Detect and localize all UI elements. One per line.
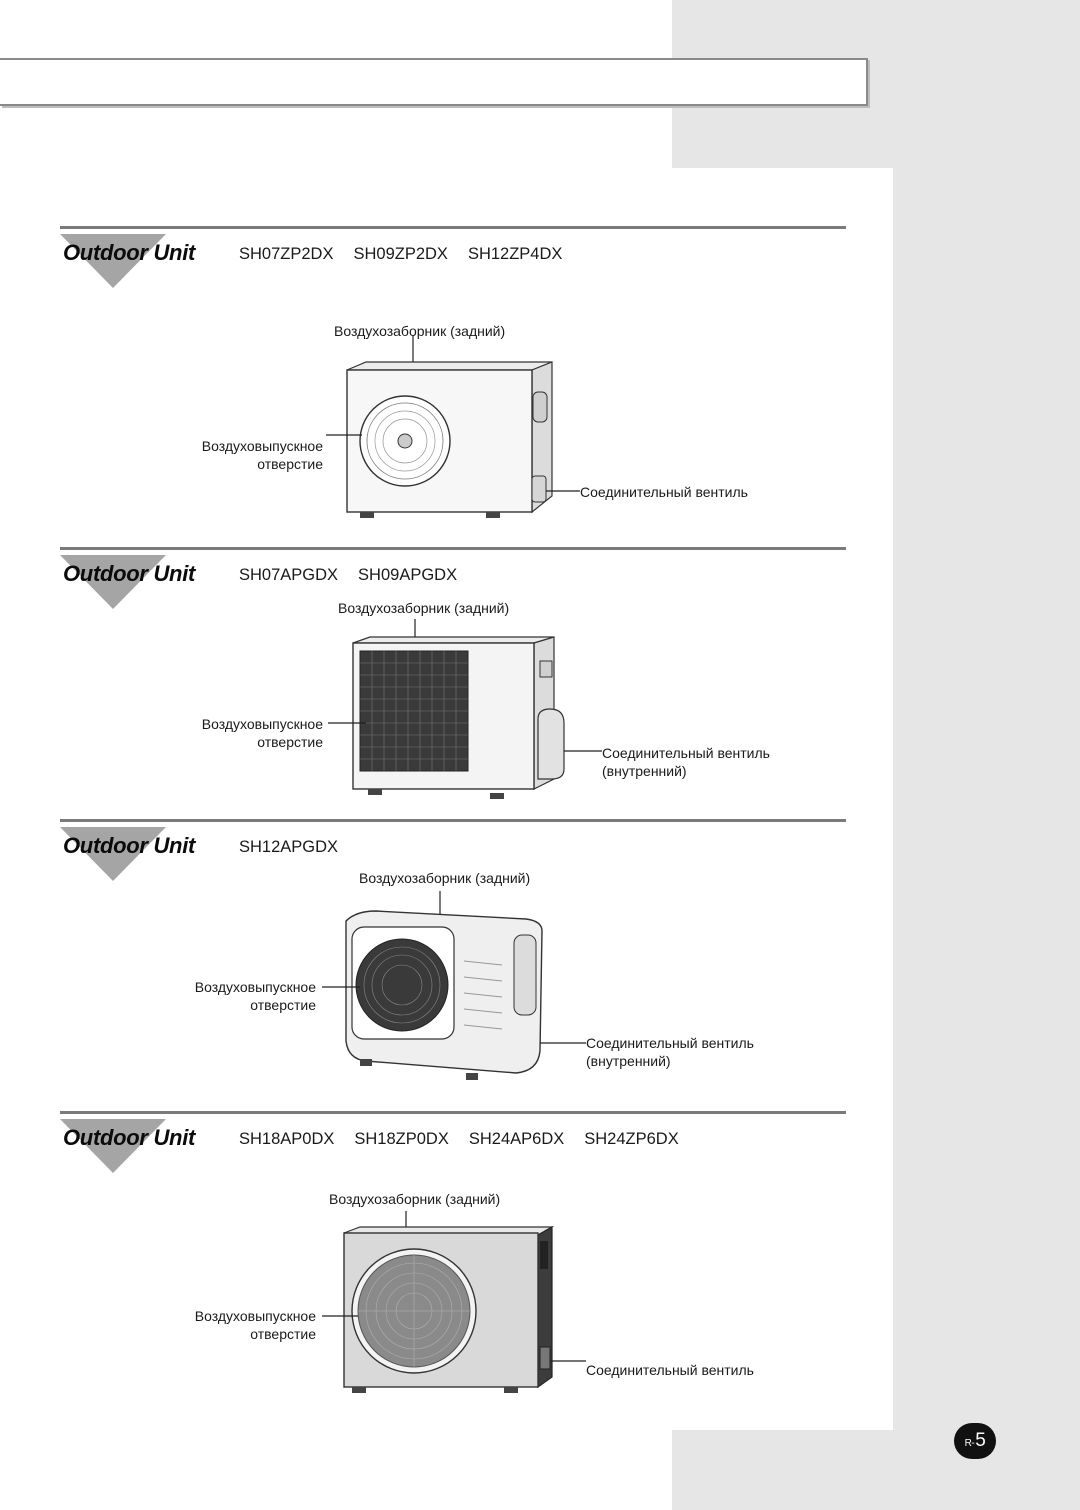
- page-number-badge: R-5: [954, 1423, 996, 1459]
- section-1: Outdoor Unit SH07ZP2DX SH09ZP2DX SH12ZP4DX…: [0, 226, 1080, 526]
- air-outlet-label: Воздуховыпускное отверстие: [178, 1307, 316, 1343]
- valve-label-line1: Соединительный вентиль: [602, 745, 770, 761]
- section-rule: [60, 226, 846, 229]
- section-4: Outdoor Unit SH18AP0DX SH18ZP0DX SH24AP6DX…: [0, 1111, 1080, 1411]
- section-triangle-icon: [60, 1119, 166, 1173]
- section-rule: [60, 819, 846, 822]
- air-intake-label: Воздухозаборник (задний): [338, 600, 510, 616]
- section-triangle-icon: [60, 555, 166, 609]
- outdoor-unit-illustration: [322, 1211, 586, 1393]
- outdoor-unit-illustration: [328, 619, 602, 799]
- section-3: Outdoor Unit SH12APGDX Воздухозаборник (…: [0, 819, 1080, 1099]
- section-triangle-icon: [60, 827, 166, 881]
- valve-label-line1: Соединительный вентиль: [586, 1362, 754, 1378]
- side-band-right: [893, 0, 1080, 1510]
- section-rule: [60, 1111, 846, 1114]
- air-intake-label: Воздухозаборник (задний): [329, 1191, 501, 1207]
- air-outlet-label-line1: Воздуховыпускное: [201, 438, 323, 454]
- air-outlet-label: Воздуховыпускное отверстие: [178, 978, 316, 1014]
- section-title: Outdoor Unit: [63, 240, 196, 265]
- model-code: SH07APGDX: [239, 566, 339, 584]
- page-number-prefix: R-: [964, 1438, 975, 1449]
- air-outlet-label: Воздуховыпускное отверстие: [186, 715, 323, 751]
- model-code: SH09APGDX: [358, 566, 458, 584]
- outdoor-unit-illustration: [326, 336, 580, 518]
- section-title: Outdoor Unit: [63, 833, 196, 858]
- section-title: Outdoor Unit: [63, 1125, 196, 1150]
- model-code: SH12ZP4DX: [467, 245, 563, 263]
- air-outlet-label: Воздуховыпускное отверстие: [186, 437, 323, 473]
- model-code: SH24ZP6DX: [584, 1130, 679, 1148]
- valve-label: Соединительный вентиль (внутренний): [586, 1034, 754, 1070]
- side-band-bottom: [672, 1430, 1080, 1510]
- air-outlet-label-line2: отверстие: [257, 456, 323, 472]
- section-rule: [60, 547, 846, 550]
- section-2: Outdoor Unit SH07APGDX SH09APGDX Воздухоз…: [0, 547, 1080, 807]
- air-outlet-label-line1: Воздуховыпускное: [194, 1308, 316, 1324]
- valve-label: Соединительный вентиль: [580, 483, 748, 501]
- model-code: SH07ZP2DX: [239, 245, 334, 263]
- header-box: [0, 58, 868, 106]
- model-code: SH18AP0DX: [239, 1130, 335, 1148]
- valve-label-line1: Соединительный вентиль: [580, 484, 748, 500]
- valve-label: Соединительный вентиль (внутренний): [602, 744, 770, 780]
- model-code: SH09ZP2DX: [353, 245, 448, 263]
- air-outlet-label-line1: Воздуховыпускное: [194, 979, 316, 995]
- valve-label-line1: Соединительный вентиль: [586, 1035, 754, 1051]
- valve-label-line2: (внутренний): [602, 763, 687, 779]
- model-code: SH18ZP0DX: [354, 1130, 449, 1148]
- model-code: SH12APGDX: [239, 838, 339, 856]
- air-outlet-label-line2: отверстие: [250, 997, 316, 1013]
- air-outlet-label-line1: Воздуховыпускное: [201, 716, 323, 732]
- outdoor-unit-illustration: [322, 891, 586, 1080]
- model-code: SH24AP6DX: [468, 1130, 565, 1148]
- air-outlet-label-line2: отверстие: [250, 1326, 316, 1342]
- air-intake-label: Воздухозаборник (задний): [334, 323, 506, 339]
- page-number: 5: [975, 1430, 986, 1451]
- section-triangle-icon: [60, 234, 166, 288]
- air-outlet-label-line2: отверстие: [257, 734, 323, 750]
- valve-label-line2: (внутренний): [586, 1053, 671, 1069]
- model-list: SH07APGDX SH09APGDX: [239, 566, 477, 585]
- model-list: SH18AP0DX SH18ZP0DX SH24AP6DX SH24ZP6DX: [239, 1130, 699, 1149]
- model-list: SH07ZP2DX SH09ZP2DX SH12ZP4DX: [239, 245, 582, 264]
- air-intake-label: Воздухозаборник (задний): [359, 870, 531, 886]
- section-title: Outdoor Unit: [63, 561, 196, 586]
- valve-label: Соединительный вентиль: [586, 1361, 754, 1379]
- model-list: SH12APGDX: [239, 838, 358, 857]
